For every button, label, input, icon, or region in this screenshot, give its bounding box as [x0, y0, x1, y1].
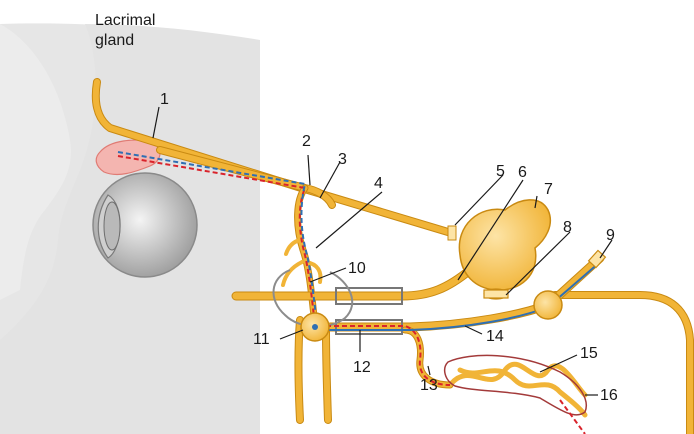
lacrimal-gland-label-line2: gland	[95, 32, 134, 49]
label-1: 1	[160, 91, 169, 108]
label-6: 6	[518, 164, 527, 181]
label-10: 10	[348, 260, 366, 277]
label-3: 3	[338, 151, 347, 168]
label-5: 5	[496, 163, 505, 180]
label-16: 16	[600, 387, 618, 404]
label-9: 9	[606, 227, 615, 244]
label-4: 4	[374, 175, 383, 192]
ganglion-7	[459, 200, 550, 290]
label-2: 2	[302, 133, 311, 150]
label-15: 15	[580, 345, 598, 362]
ganglion-14	[534, 291, 562, 319]
label-12: 12	[353, 359, 371, 376]
label-11: 11	[253, 331, 270, 348]
label-7: 7	[544, 181, 553, 198]
lacrimal-gland-label-line1: Lacrimal	[95, 12, 155, 29]
label-13: 13	[420, 377, 438, 394]
eyeball	[93, 173, 197, 277]
label-14: 14	[486, 328, 504, 345]
label-8: 8	[563, 219, 572, 236]
